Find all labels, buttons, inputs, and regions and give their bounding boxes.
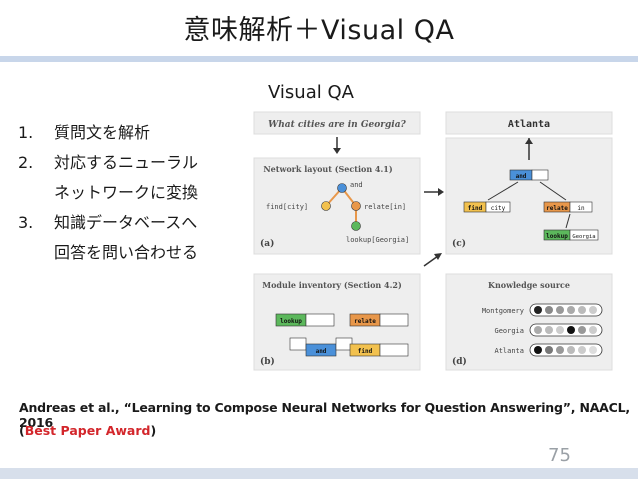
module-arg: city <box>491 205 506 212</box>
module-slot <box>379 343 409 357</box>
step-text: ネットワークに変換 <box>54 183 199 202</box>
answer-box <box>445 111 613 135</box>
step-text: 質問文を解析 <box>54 123 151 142</box>
node-label: relate[in] <box>364 203 406 211</box>
kb-row-label: Georgia <box>494 327 524 335</box>
question-box <box>253 111 421 135</box>
module-label: lookup <box>280 318 302 325</box>
node-and <box>337 183 347 193</box>
paper-figure: What cities are in Georgia? Atlanta Netw… <box>248 108 618 374</box>
module-slot <box>485 201 511 213</box>
step-item: 2. 対応するニューラル ネットワークに変換 <box>18 148 250 208</box>
step-text: 回答を問い合わせる <box>54 243 199 262</box>
module-slot <box>289 337 307 351</box>
module-label: find <box>468 205 483 212</box>
step-number: 2. <box>18 153 34 172</box>
paren-close: ) <box>150 423 157 438</box>
arrow-head <box>434 253 442 260</box>
module-slot <box>569 201 593 213</box>
panel-title: Network layout (Section 4.1) <box>263 164 392 174</box>
step-number: 1. <box>18 123 34 142</box>
module-label: relate <box>546 205 568 212</box>
answer-text: Atlanta <box>508 119 550 130</box>
arrow-line <box>423 255 439 267</box>
node-relate <box>351 201 361 211</box>
arrow-head <box>525 138 533 144</box>
figure-canvas: What cities are in Georgia? Atlanta Netw… <box>253 111 613 371</box>
award-line: (Best Paper Award) <box>19 423 156 438</box>
node-label: lookup[Georgia] <box>346 236 409 244</box>
node-find <box>321 201 331 211</box>
slide-title: 意味解析＋Visual QA <box>183 15 455 46</box>
node-label: and <box>350 181 363 189</box>
step-text: 知識データベースへ <box>54 213 198 232</box>
panel-label: (a) <box>260 238 274 249</box>
module-slot <box>569 229 599 241</box>
edge <box>565 213 571 229</box>
kb-row-cells <box>529 303 603 317</box>
module-arg: in <box>577 205 585 212</box>
module-label: lookup <box>546 233 568 240</box>
module-slot <box>335 337 353 351</box>
step-item: 1. 質問文を解析 <box>18 118 250 148</box>
kb-row-cells <box>529 323 603 337</box>
module-label: and <box>316 348 327 355</box>
edge <box>539 181 567 201</box>
edge <box>487 181 519 201</box>
panel-title: Knowledge source <box>488 280 570 290</box>
panel-label: (c) <box>452 238 466 249</box>
page-number: 75 <box>548 445 571 466</box>
slide-subtitle: Visual QA <box>268 82 354 103</box>
module-slot <box>531 169 549 181</box>
step-text: 対応するニューラル <box>54 153 199 172</box>
paren-open: ( <box>19 423 25 438</box>
module-slot <box>379 313 409 327</box>
question-text: What cities are in Georgia? <box>268 120 406 130</box>
panel-title: Module inventory (Section 4.2) <box>262 280 402 290</box>
kb-row-label: Atlanta <box>494 347 524 355</box>
panel-label: (b) <box>260 356 275 367</box>
kb-row-label: Montgomery <box>482 307 524 315</box>
footer-bar <box>0 468 638 479</box>
node-lookup <box>351 221 361 231</box>
module-arg: Georgia <box>572 234 595 240</box>
steps-list: 1. 質問文を解析 2. 対応するニューラル ネットワークに変換 3. 知識デー… <box>18 118 250 268</box>
title-divider <box>0 56 638 62</box>
panel-network-layout <box>253 157 421 255</box>
node-label: find[city] <box>266 203 308 211</box>
arrow-head <box>333 148 341 154</box>
module-label: relate <box>354 318 376 325</box>
module-label: and <box>516 173 527 180</box>
citation: Andreas et al., “Learning to Compose Neu… <box>19 400 630 430</box>
module-label: find <box>358 348 373 355</box>
award-text: Best Paper Award <box>24 423 151 438</box>
panel-label: (d) <box>452 356 467 367</box>
module-slot <box>305 313 335 327</box>
step-item: 3. 知識データベースへ 回答を問い合わせる <box>18 208 250 268</box>
arrow-head <box>438 188 444 196</box>
step-number: 3. <box>18 213 34 232</box>
kb-row-cells <box>529 343 603 357</box>
